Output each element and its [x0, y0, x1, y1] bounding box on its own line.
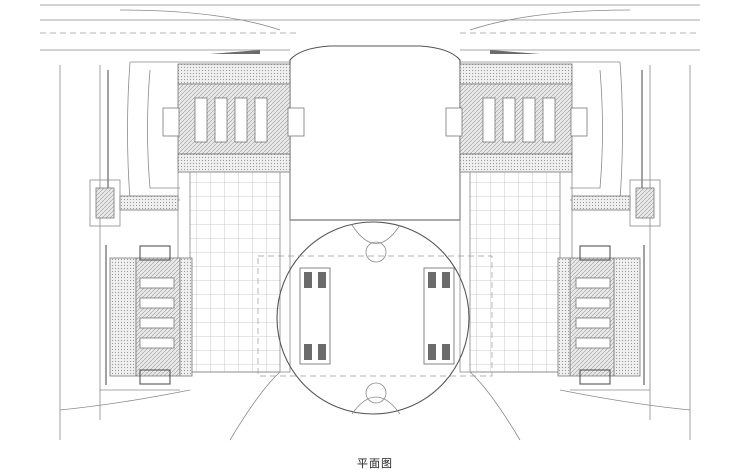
central-plaza: [289, 45, 461, 221]
lower-curves: [59, 371, 691, 441]
drawing-caption: 平面图: [357, 457, 393, 470]
access-ramps: [59, 61, 691, 440]
east-concourse: [445, 63, 588, 373]
west-wing: [89, 179, 193, 385]
central-rotunda: [257, 221, 493, 415]
east-wing: [557, 179, 661, 385]
top-roads: [40, 4, 700, 54]
west-concourse: [162, 63, 305, 373]
